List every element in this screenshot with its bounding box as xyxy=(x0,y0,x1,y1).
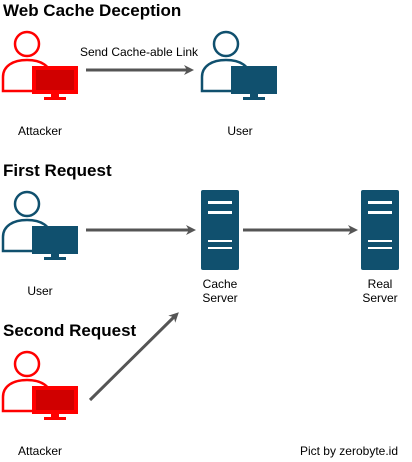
attacker-to-cache-arrow xyxy=(88,312,179,402)
attacker-computer-icon xyxy=(1,30,80,100)
attacker-label-second: Attacker xyxy=(18,444,62,458)
section-title-deception: Web Cache Deception xyxy=(3,1,181,20)
user-label-top: User xyxy=(227,124,252,138)
section-title-first: First Request xyxy=(3,161,112,180)
section-title-second: Second Request xyxy=(3,321,137,340)
server-icon xyxy=(201,190,239,270)
send-link-label: Send Cache-able Link xyxy=(80,45,199,59)
server-icon xyxy=(361,190,399,270)
real-server-label-line1: Real xyxy=(368,277,393,291)
user-label-first: User xyxy=(27,284,52,298)
real-server-label-line2: Server xyxy=(362,291,397,305)
attacker-computer-icon xyxy=(1,350,80,420)
user-computer-icon xyxy=(1,190,80,260)
cache-server-label-line1: Cache xyxy=(203,277,238,291)
cache-server-label-line2: Server xyxy=(202,291,237,305)
attacker-label-top: Attacker xyxy=(18,124,62,138)
user-computer-icon xyxy=(200,30,279,100)
credit-text: Pict by zerobyte.id xyxy=(300,444,398,458)
